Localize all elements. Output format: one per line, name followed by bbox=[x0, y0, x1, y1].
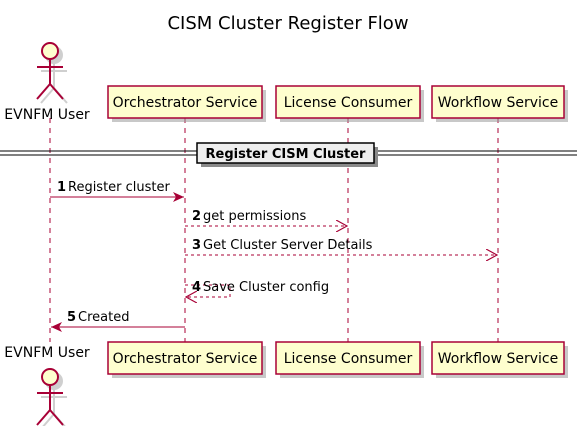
message-label: Created bbox=[78, 310, 129, 325]
participant-wf: Workflow Service bbox=[431, 341, 568, 378]
participant-lic: License Consumer bbox=[275, 85, 424, 122]
participant-lic: License Consumer bbox=[275, 341, 424, 378]
message-number: 5 bbox=[67, 310, 76, 325]
participant-label: Workflow Service bbox=[438, 351, 558, 367]
message-label: get permissions bbox=[203, 209, 306, 224]
participant-box bbox=[107, 341, 263, 375]
message-number: 4 bbox=[192, 280, 201, 295]
message-label: Get Cluster Server Details bbox=[203, 238, 373, 253]
person-icon bbox=[36, 368, 64, 426]
participant-orch: Orchestrator Service bbox=[107, 85, 266, 122]
diagram-title: CISM Cluster Register Flow bbox=[167, 13, 408, 34]
participant-wf: Workflow Service bbox=[431, 85, 568, 122]
message-label: Save Cluster config bbox=[203, 280, 329, 295]
section-label: Register CISM Cluster bbox=[206, 147, 367, 162]
message-label: Register cluster bbox=[68, 180, 171, 195]
message-number: 2 bbox=[192, 209, 201, 224]
section-divider: Register CISM Cluster bbox=[0, 142, 577, 167]
actor-user: EVNFM User bbox=[4, 345, 90, 426]
actor-user: EVNFM User bbox=[4, 42, 90, 123]
message-arrow bbox=[185, 284, 231, 297]
participant-orch: Orchestrator Service bbox=[107, 341, 266, 378]
person-icon bbox=[36, 42, 64, 100]
participant-label: Workflow Service bbox=[438, 95, 558, 111]
participant-label: Orchestrator Service bbox=[113, 95, 258, 111]
participant-box bbox=[275, 341, 421, 375]
participant-label: License Consumer bbox=[284, 95, 413, 111]
participant-box bbox=[431, 85, 565, 119]
lifelines bbox=[49, 118, 499, 342]
participant-box bbox=[431, 341, 565, 375]
participant-label: Orchestrator Service bbox=[113, 351, 258, 367]
message-number: 1 bbox=[57, 180, 66, 195]
participant-box bbox=[107, 85, 263, 119]
section-label-box bbox=[196, 142, 375, 164]
participant-box bbox=[275, 85, 421, 119]
actor-label: EVNFM User bbox=[4, 345, 90, 361]
message-number: 3 bbox=[192, 238, 201, 253]
participant-label: License Consumer bbox=[284, 351, 413, 367]
actor-label: EVNFM User bbox=[4, 107, 90, 123]
